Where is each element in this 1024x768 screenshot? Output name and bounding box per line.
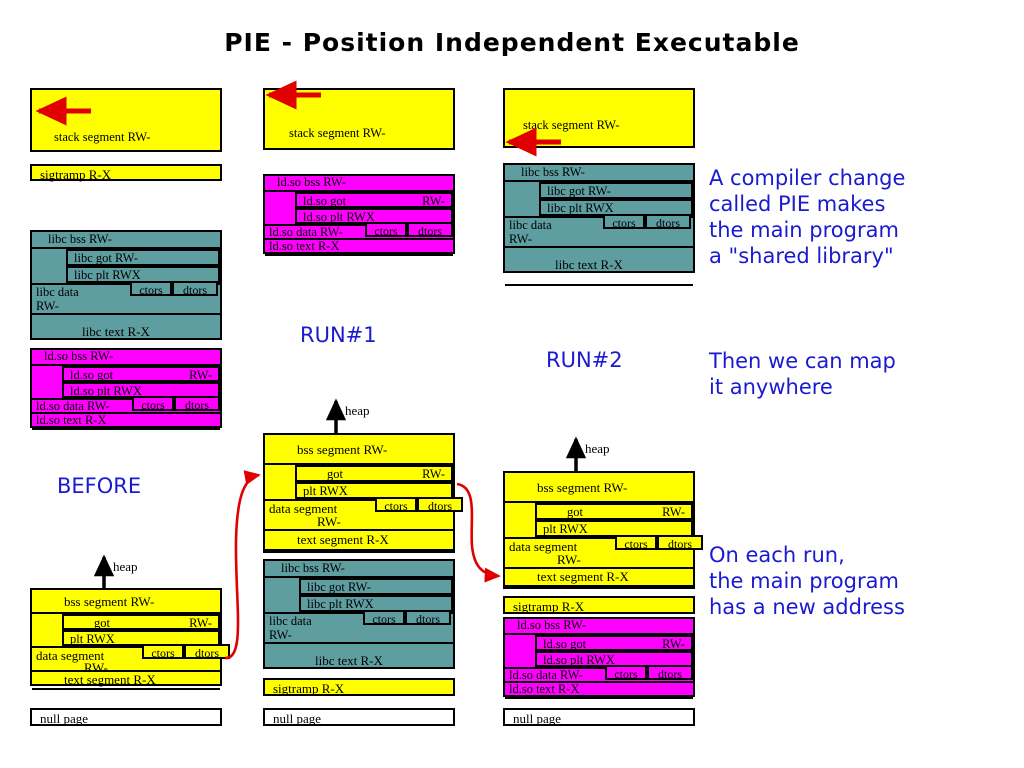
c3-ldso-text: ld.so text R-X bbox=[505, 682, 693, 699]
c2-ldso-data: ld.so data RW- bbox=[265, 224, 453, 240]
c3-stack-segment: stack segment RW- bbox=[503, 88, 695, 148]
relocation-arrow-run1 bbox=[224, 470, 261, 660]
c1-ldso-ctors: ctors bbox=[132, 396, 174, 412]
c2-sigtramp-label: sigtramp R-X bbox=[273, 681, 345, 696]
c2-ldso-block: ld.so bss RW- ld.so data RW- ld.so text … bbox=[263, 174, 455, 256]
c3-got: got RW- bbox=[535, 503, 693, 520]
c3-libc-ctors: ctors bbox=[603, 214, 645, 230]
c3-ldso-ctors: ctors bbox=[605, 665, 647, 681]
c1-heap-label: heap bbox=[113, 559, 138, 574]
c3-libc-dtors: dtors bbox=[645, 214, 691, 230]
c3-ldso-block: ld.so bss RW- ld.so data RW- ld.so text … bbox=[503, 617, 695, 699]
c1-null-page: null page bbox=[30, 708, 222, 726]
c3-libc-text: libc text R-X bbox=[505, 248, 693, 286]
c2-ldso-bss: ld.so bss RW- bbox=[265, 175, 453, 192]
c2-ldso-dtors: dtors bbox=[407, 222, 453, 238]
c1-ctors: ctors bbox=[142, 644, 184, 660]
c3-data-segment: data segment RW- bbox=[505, 537, 693, 569]
c2-libc-plt: libc plt RWX bbox=[299, 595, 453, 612]
c3-null-page: null page bbox=[503, 708, 695, 726]
c3-null-page-label: null page bbox=[513, 711, 562, 726]
c3-sigtramp-label: sigtramp R-X bbox=[513, 599, 585, 614]
c3-libc-got: libc got RW- bbox=[539, 182, 693, 199]
c2-stack-segment: stack segment RW- bbox=[263, 88, 455, 150]
c2-libc-text: libc text R-X bbox=[265, 644, 453, 682]
c1-sigtramp-label: sigtramp R-X bbox=[40, 167, 112, 182]
c1-ldso-data: ld.so data RW- bbox=[32, 398, 220, 414]
c3-sigtramp: sigtramp R-X bbox=[503, 596, 695, 614]
c1-libc-bss: libc bss RW- bbox=[32, 232, 220, 249]
annotation-new-address: On each run, the main program has a new … bbox=[709, 543, 905, 619]
c2-bss-segment: bss segment RW- bbox=[265, 435, 453, 465]
c1-ldso-block: ld.so bss RW- ld.so data RW- ld.so text … bbox=[30, 348, 222, 430]
c3-heap-label: heap bbox=[585, 441, 610, 456]
c1-plt: plt RWX bbox=[62, 630, 220, 646]
c1-stack-segment: stack segment RW- bbox=[30, 88, 222, 152]
c2-sigtramp: sigtramp R-X bbox=[263, 678, 455, 696]
c3-text-segment: text segment R-X bbox=[505, 569, 693, 587]
c3-bss-segment: bss segment RW- bbox=[505, 473, 693, 503]
c2-got: got RW- bbox=[295, 465, 453, 482]
c2-libc-block: libc bss RW- libc data RW- libc text R-X… bbox=[263, 559, 455, 682]
c2-heap-label: heap bbox=[345, 403, 370, 418]
c3-dtors: dtors bbox=[657, 535, 703, 551]
c1-libc-got: libc got RW- bbox=[66, 249, 220, 266]
c1-data-segment: data segment RW- bbox=[32, 646, 220, 674]
c2-libc-bss: libc bss RW- bbox=[265, 561, 453, 578]
c3-plt: plt RWX bbox=[535, 520, 693, 537]
c2-ctors: ctors bbox=[375, 497, 417, 513]
c1-ldso-got: ld.so got RW- bbox=[62, 366, 220, 382]
c2-stack-label: stack segment RW- bbox=[289, 126, 386, 140]
c1-ldso-bss: ld.so bss RW- bbox=[32, 349, 220, 366]
c2-null-page: null page bbox=[263, 708, 455, 726]
c2-main-program: bss segment RW- data segment RW- text se… bbox=[263, 433, 463, 553]
label-run1: RUN#1 bbox=[300, 323, 377, 347]
label-run2: RUN#2 bbox=[546, 348, 623, 372]
c1-libc-data: libc data RW- bbox=[32, 283, 220, 315]
c2-ldso-got: ld.so got RW- bbox=[295, 192, 453, 208]
c2-libc-ctors: ctors bbox=[363, 610, 405, 626]
c2-ldso-ctors: ctors bbox=[365, 222, 407, 238]
c1-ldso-text: ld.so text R-X bbox=[32, 413, 220, 430]
c2-text-segment: text segment R-X bbox=[265, 531, 453, 551]
c2-libc-got: libc got RW- bbox=[299, 578, 453, 595]
page-title: PIE - Position Independent Executable bbox=[224, 28, 800, 57]
annotation-compiler-change: A compiler change called PIE makes the m… bbox=[709, 166, 906, 268]
c3-ldso-bss: ld.so bss RW- bbox=[505, 618, 693, 635]
label-before: BEFORE bbox=[57, 474, 142, 498]
c2-dtors: dtors bbox=[417, 497, 463, 513]
c2-null-page-label: null page bbox=[273, 711, 322, 726]
c1-sigtramp: sigtramp R-X bbox=[30, 164, 222, 182]
c1-main-program: bss segment RW- data segment RW- text se… bbox=[30, 588, 230, 690]
c1-libc-ctors: ctors bbox=[130, 281, 172, 297]
c1-got: got RW- bbox=[62, 614, 220, 630]
c1-null-page-label: null page bbox=[40, 711, 89, 726]
c1-text-segment: text segment R-X bbox=[32, 672, 220, 690]
c2-libc-dtors: dtors bbox=[405, 610, 451, 626]
c1-ldso-dtors: dtors bbox=[174, 396, 220, 412]
c3-libc-block: libc bss RW- libc data RW- libc text R-X… bbox=[503, 163, 695, 286]
c2-plt: plt RWX bbox=[295, 482, 453, 499]
c2-ldso-text: ld.so text R-X bbox=[265, 239, 453, 256]
c3-ldso-data: ld.so data RW- bbox=[505, 667, 693, 683]
c1-stack-label: stack segment RW- bbox=[54, 130, 151, 144]
c3-main-program: bss segment RW- data segment RW- text se… bbox=[503, 471, 703, 589]
annotation-map-anywhere: Then we can map it anywhere bbox=[709, 349, 896, 399]
c2-data-segment: data segment RW- bbox=[265, 499, 453, 531]
c3-stack-label: stack segment RW- bbox=[523, 118, 620, 132]
c3-libc-bss: libc bss RW- bbox=[505, 165, 693, 182]
relocation-arrow-run2 bbox=[456, 482, 501, 583]
c3-ldso-got: ld.so got RW- bbox=[535, 635, 693, 651]
c1-libc-dtors: dtors bbox=[172, 281, 218, 297]
c3-libc-data: libc data RW- bbox=[505, 216, 693, 248]
c3-ctors: ctors bbox=[615, 535, 657, 551]
c3-ldso-dtors: dtors bbox=[647, 665, 693, 681]
c2-libc-data: libc data RW- bbox=[265, 612, 453, 644]
c1-dtors: dtors bbox=[184, 644, 230, 660]
c1-bss-segment: bss segment RW- bbox=[32, 590, 220, 614]
c1-libc-block: libc bss RW- libc data RW- libc text R-X… bbox=[30, 230, 222, 353]
